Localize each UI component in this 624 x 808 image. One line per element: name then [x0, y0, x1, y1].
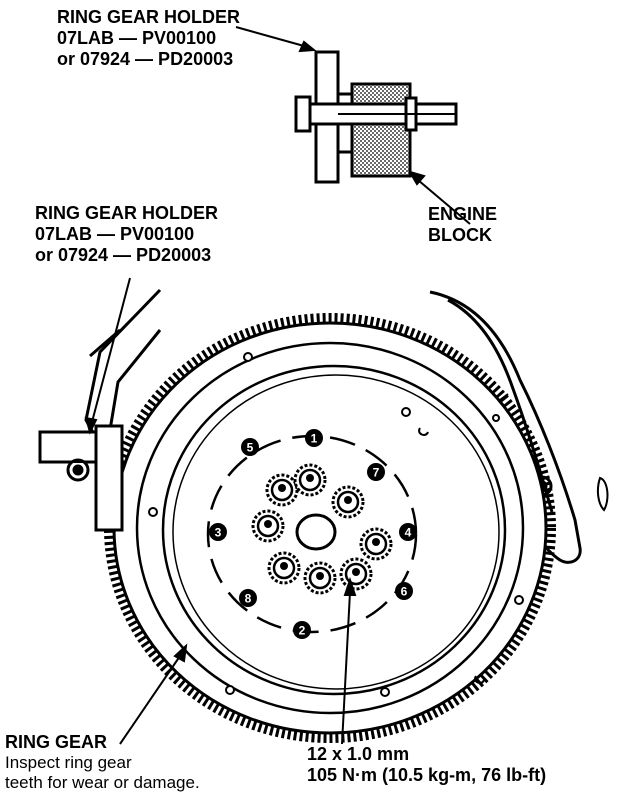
center-boss: [295, 513, 337, 551]
sequence-marker-1: 1: [305, 429, 323, 447]
holder-top-title: RING GEAR HOLDER: [57, 7, 241, 27]
flywheel-bolt: [265, 473, 299, 507]
sequence-marker-2: 2: [293, 621, 311, 639]
sequence-number: 6: [401, 585, 408, 599]
holder-top-callout: RING GEAR HOLDER 07LAB — PV00100 or 0792…: [57, 7, 240, 71]
holder-top-part-number-1: 07LAB — PV00100: [57, 28, 217, 49]
sequence-number: 7: [373, 466, 380, 480]
sequence-number: 3: [215, 526, 222, 540]
sequence-marker-4: 4: [399, 523, 417, 541]
flywheel-bolt: [303, 561, 337, 595]
holder-tool-left: [38, 288, 162, 532]
flywheel-bolt: [339, 557, 373, 591]
ring-gear-note-2: teeth for wear or damage.: [5, 773, 200, 793]
engine-block-callout: ENGINE BLOCK: [428, 204, 497, 246]
bolt-spec-callout: 12 x 1.0 mm 105 N·m (10.5 kg-m, 76 lb-ft…: [307, 744, 546, 786]
flywheel-bolt: [331, 485, 365, 519]
holder-left-title: RING GEAR HOLDER: [35, 203, 219, 223]
leader-lines: [84, 26, 471, 745]
engine-block-line-2: BLOCK: [428, 225, 492, 246]
sequence-marker-8: 8: [239, 589, 257, 607]
tightening-sequence: 1 2 3 4 5 6 7 8: [209, 429, 417, 639]
sequence-number: 2: [299, 624, 306, 638]
sequence-marker-6: 6: [395, 582, 413, 600]
ring-gear-callout: RING GEAR Inspect ring gear teeth for we…: [5, 732, 200, 793]
sequence-number: 5: [247, 441, 254, 455]
ring-gear-note-1: Inspect ring gear: [5, 753, 132, 773]
holder-inset: [294, 50, 458, 184]
flywheel-bolts: [251, 463, 393, 595]
ring-gear-title: RING GEAR: [5, 732, 108, 752]
sequence-number: 4: [405, 526, 412, 540]
flywheel-bolt: [267, 551, 301, 585]
holder-left-callout: RING GEAR HOLDER 07LAB — PV00100 or 0792…: [35, 203, 218, 267]
bolt-torque: 105 N·m (10.5 kg-m, 76 lb-ft): [307, 765, 547, 786]
sequence-marker-3: 3: [209, 523, 227, 541]
engine-block-line-1: ENGINE: [428, 204, 498, 224]
holder-left-part-number-1: 07LAB — PV00100: [35, 224, 195, 245]
bolt-size: 12 x 1.0 mm: [307, 744, 410, 764]
sequence-marker-5: 5: [241, 438, 259, 456]
flywheel: [104, 313, 556, 743]
sequence-marker-7: 7: [367, 463, 385, 481]
ring-gear-teeth: [104, 313, 556, 743]
flywheel-bolt: [251, 509, 285, 543]
engine-block-section: [350, 82, 412, 178]
sequence-number: 8: [245, 592, 252, 606]
flywheel-bolt: [359, 527, 393, 561]
holder-bolt-head: [294, 95, 312, 133]
sequence-number: 1: [311, 432, 318, 446]
flywheel-bolt: [293, 463, 327, 497]
holder-left-part-number-2: or 07924 — PD20003: [35, 245, 212, 266]
holder-top-part-number-2: or 07924 — PD20003: [57, 49, 234, 70]
